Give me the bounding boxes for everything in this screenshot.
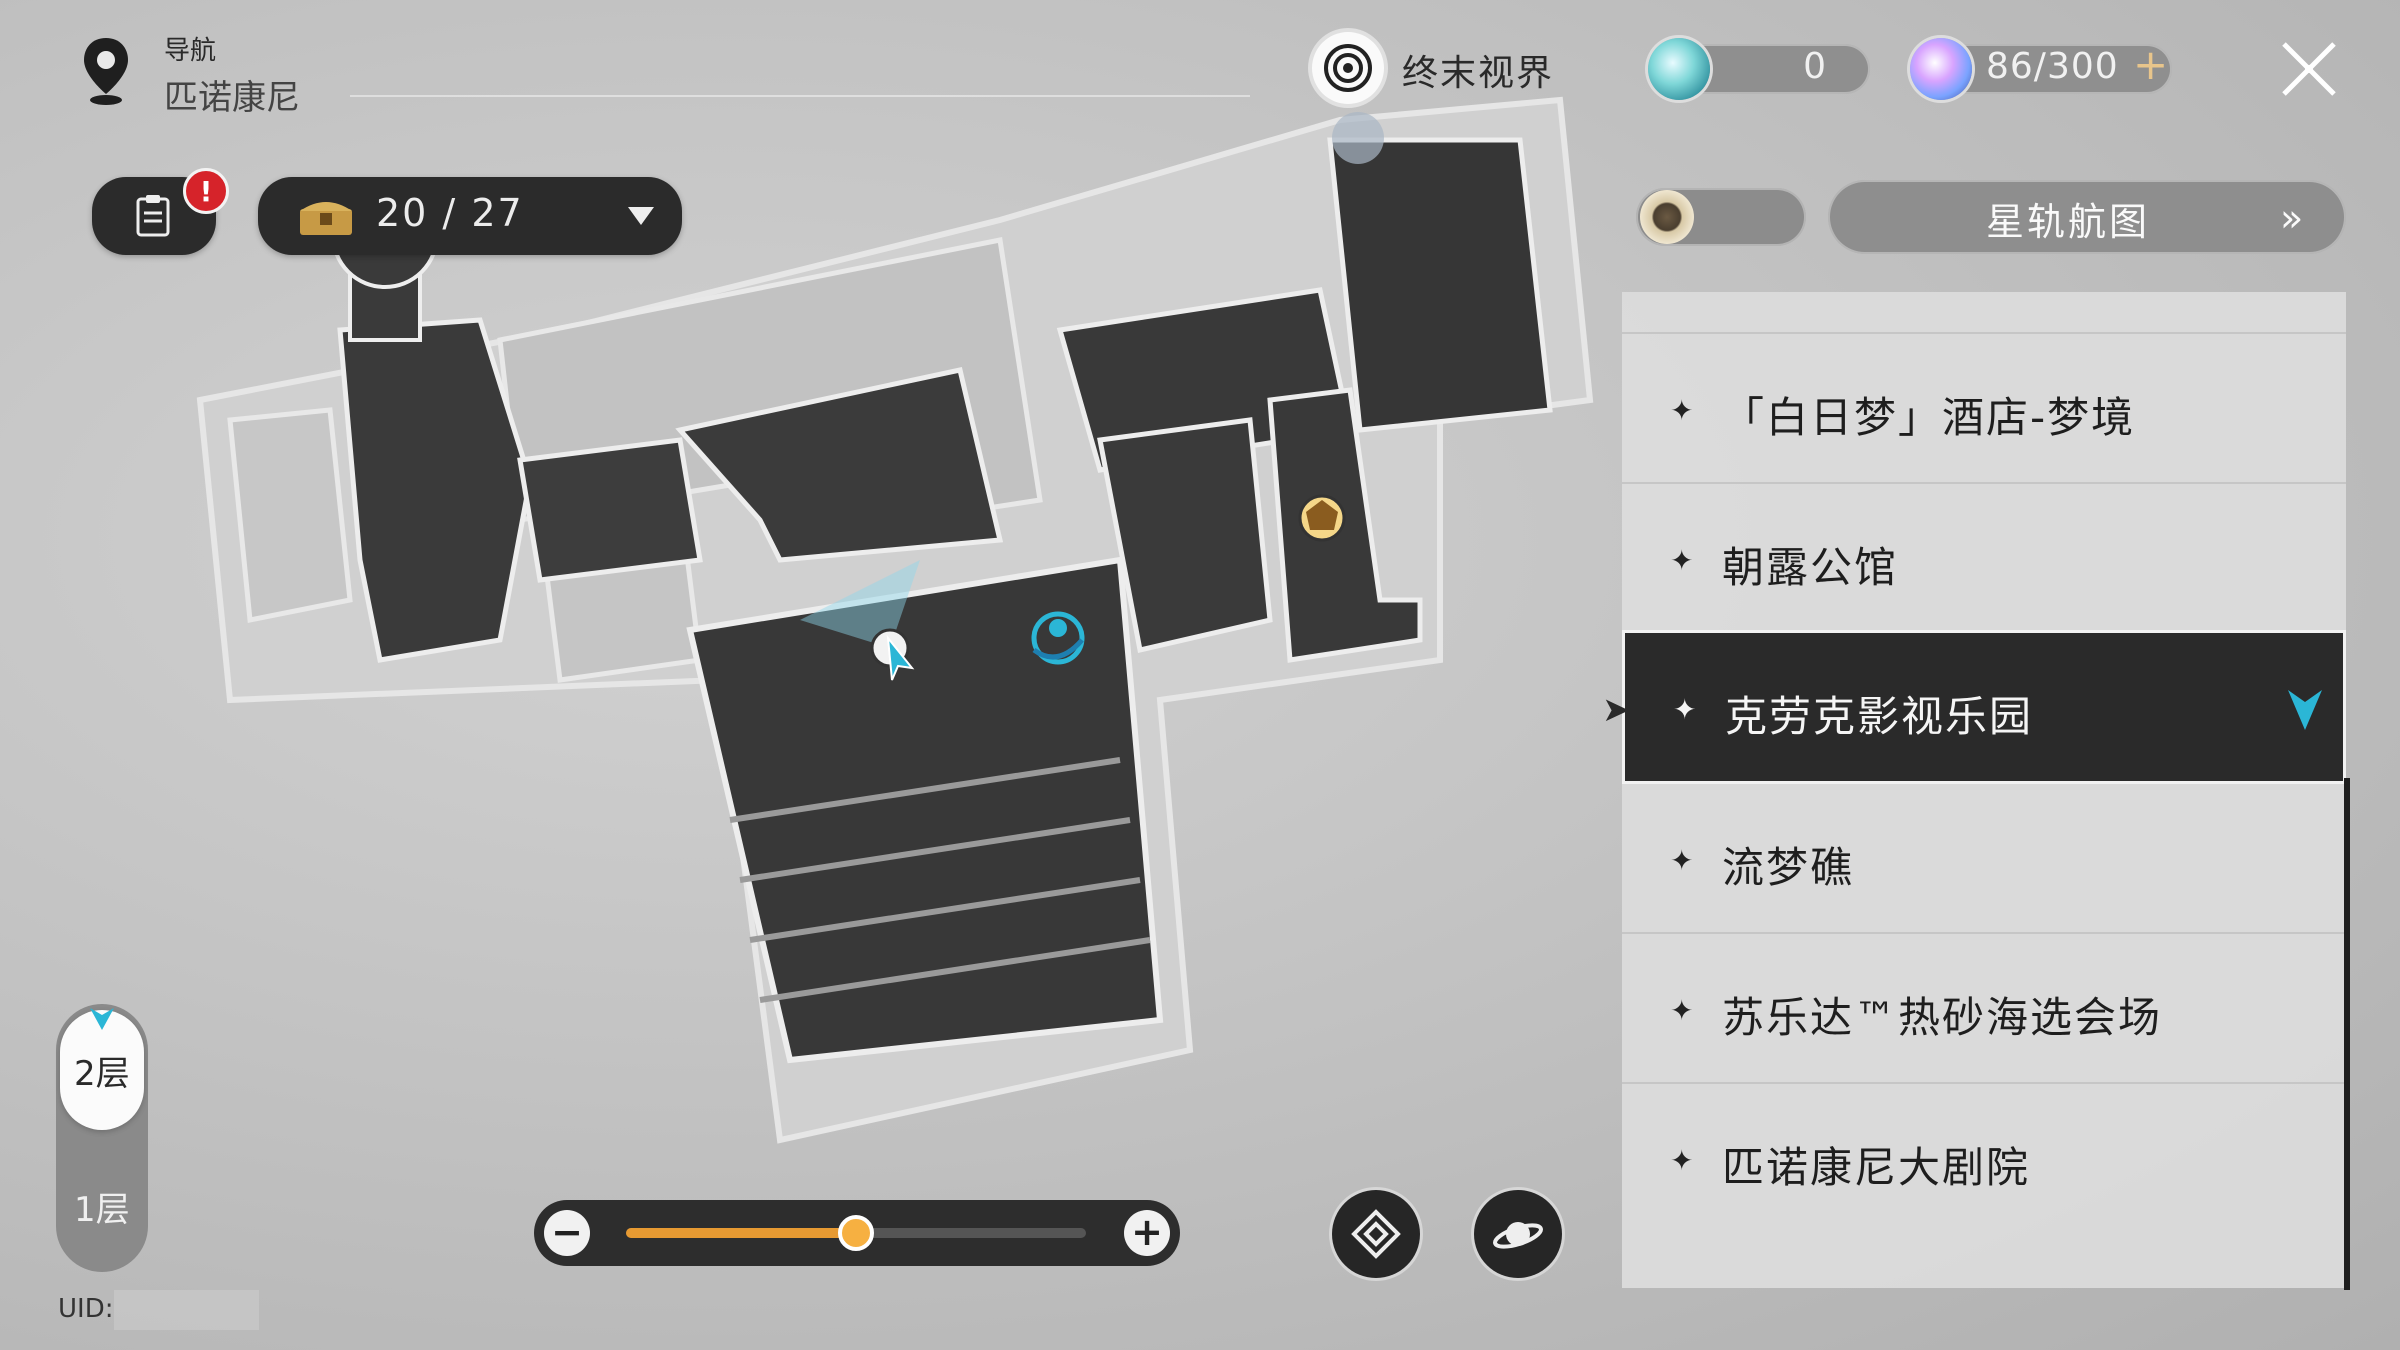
location-label: 匹诺康尼大剧院 bbox=[1722, 1143, 2031, 1192]
map-pin-icon bbox=[84, 38, 128, 105]
player-marker bbox=[870, 628, 915, 681]
space-anchor-icon[interactable] bbox=[1031, 611, 1085, 665]
location-list-panel bbox=[1622, 292, 2346, 1288]
realm-label: 终末视界 bbox=[1402, 53, 1555, 94]
map-ornament bbox=[1332, 112, 1384, 164]
uid-label: UID: bbox=[58, 1294, 114, 1324]
trailblaze-power-value: 86/300 bbox=[1986, 46, 2119, 87]
player-view-cone bbox=[800, 560, 920, 648]
current-floor-marker-icon bbox=[90, 1008, 114, 1030]
star-rail-map-button[interactable] bbox=[1828, 180, 2346, 254]
map-floor-dark bbox=[686, 556, 1164, 1064]
location-item[interactable]: ✦ 流梦礁 bbox=[1622, 784, 2346, 934]
location-item[interactable]: ✦ 匹诺康尼大剧院 bbox=[1622, 1084, 2346, 1232]
trailblaze-power-icon bbox=[1910, 38, 1972, 100]
current-location-marker-icon bbox=[2288, 690, 2322, 730]
toggle-knob[interactable] bbox=[1640, 190, 1694, 244]
floor-2-label[interactable]: 2层 bbox=[74, 1054, 130, 1094]
location-label: 苏乐达™热砂海选会场 bbox=[1722, 993, 2163, 1042]
home-anchor-button[interactable] bbox=[1332, 1190, 1420, 1278]
list-scrollbar[interactable] bbox=[2344, 778, 2350, 1290]
nav-label: 导航 bbox=[164, 36, 217, 66]
location-label: 克劳克影视乐园 bbox=[1725, 692, 2034, 741]
map-floor-dark bbox=[517, 437, 703, 583]
treasure-chest-icon bbox=[300, 202, 352, 235]
planet-button[interactable] bbox=[1474, 1190, 1562, 1278]
location-item[interactable]: ✦ 苏乐达™热砂海选会场 bbox=[1622, 934, 2346, 1084]
map-room-light bbox=[227, 407, 353, 623]
location-item[interactable]: ✦ 「白日梦」酒店-梦境 bbox=[1622, 334, 2346, 484]
map-stair-line bbox=[759, 937, 1151, 1003]
star-bullet-icon: ✦ bbox=[1670, 994, 1694, 1027]
star-bullet-icon: ✦ bbox=[1673, 693, 1697, 726]
location-item[interactable]: ✦ 朝露公馆 bbox=[1622, 484, 2346, 634]
location-label: 流梦礁 bbox=[1722, 843, 1855, 892]
list-top-strip bbox=[1622, 292, 2346, 334]
location-label: 朝露公馆 bbox=[1722, 543, 1899, 592]
location-label: 「白日梦」酒店-梦境 bbox=[1722, 393, 2136, 442]
map-stair-line bbox=[729, 757, 1121, 823]
map-floor-dark bbox=[675, 367, 1004, 563]
star-bullet-icon: ✦ bbox=[1670, 394, 1694, 427]
zoom-slider-handle[interactable] bbox=[838, 1215, 874, 1251]
floor-1-label[interactable]: 1层 bbox=[74, 1190, 130, 1230]
location-item-selected[interactable]: ✦ 克劳克影视乐园 bbox=[1622, 630, 2346, 784]
double-chevron-right-icon: » bbox=[2280, 196, 2304, 240]
map-canvas[interactable] bbox=[0, 0, 1600, 1350]
primary-resource-value: 0 bbox=[1803, 46, 1826, 87]
star-bullet-icon: ✦ bbox=[1670, 844, 1694, 877]
map-floor-dark bbox=[337, 317, 533, 663]
star-rail-map-label: 星轨航图 bbox=[1986, 200, 2151, 244]
nav-divider bbox=[350, 95, 1250, 97]
map-floor-dark bbox=[1327, 137, 1553, 433]
planet-icon bbox=[1493, 1222, 1543, 1249]
zoom-in-button[interactable]: + bbox=[1124, 1210, 1170, 1256]
uid-value-masked bbox=[114, 1290, 259, 1330]
home-anchor-icon bbox=[1351, 1209, 1401, 1259]
star-bullet-icon: ✦ bbox=[1670, 1144, 1694, 1177]
quest-alert-badge: ! bbox=[183, 168, 229, 214]
treasure-chest-filter[interactable]: 20 / 27 bbox=[258, 177, 682, 255]
mission-marker-icon[interactable] bbox=[1298, 494, 1346, 542]
map-stair-line bbox=[749, 877, 1141, 943]
eye-icon[interactable] bbox=[1312, 32, 1384, 104]
current-area-name: 匹诺康尼 bbox=[164, 78, 300, 118]
star-bullet-icon: ✦ bbox=[1670, 544, 1694, 577]
add-power-button[interactable]: + bbox=[2133, 40, 2169, 89]
map-floor-dark bbox=[1267, 387, 1423, 663]
selection-pointer-icon: ➤ bbox=[1602, 690, 1631, 730]
quest-log-icon bbox=[136, 195, 170, 237]
chest-count: 20 / 27 bbox=[376, 191, 524, 235]
map-floor-dark bbox=[1097, 417, 1273, 654]
map-stair-line bbox=[739, 817, 1131, 883]
stellar-jade-icon bbox=[1648, 38, 1710, 100]
zoom-out-button[interactable]: − bbox=[544, 1210, 590, 1256]
zoom-slider-fill bbox=[626, 1228, 856, 1238]
close-icon[interactable] bbox=[2278, 38, 2340, 100]
chevron-down-icon bbox=[628, 207, 654, 225]
